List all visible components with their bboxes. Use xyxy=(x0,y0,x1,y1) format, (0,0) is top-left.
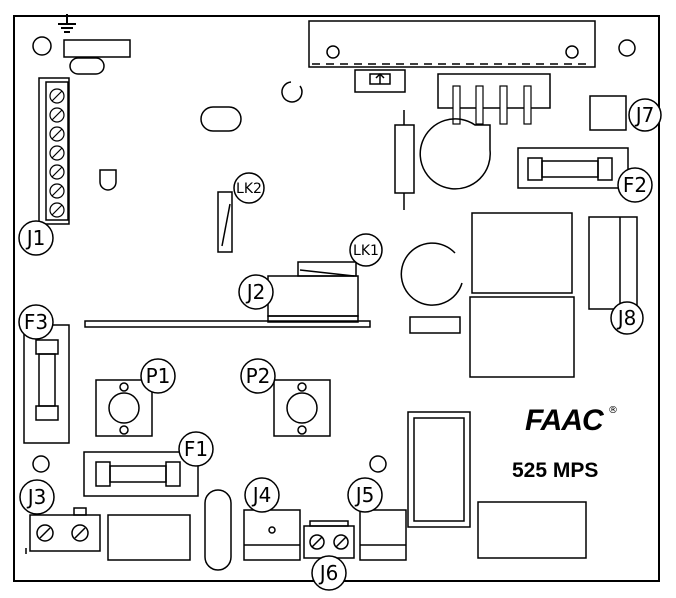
label-lk1: LK1 xyxy=(353,243,379,259)
label-circle-lk1 xyxy=(349,233,383,267)
fuse-f2 xyxy=(517,147,629,189)
electrolytic-capacitor xyxy=(419,118,491,190)
mount-hole xyxy=(369,455,387,473)
connector-j2-base xyxy=(267,315,359,323)
top-edge-connector xyxy=(308,20,596,125)
label-circle-j5 xyxy=(347,477,383,513)
label-circle-p1 xyxy=(140,358,176,394)
label-circle-f3 xyxy=(18,304,54,340)
label-circle-f1 xyxy=(178,431,214,467)
component-block xyxy=(107,514,191,561)
model-label: 525 MPS xyxy=(512,459,598,482)
label-j7: J7 xyxy=(634,103,655,127)
label-circle-j1 xyxy=(18,220,54,256)
relay-upper xyxy=(471,212,573,294)
label-p1: P1 xyxy=(146,364,171,388)
label-circle-p2 xyxy=(240,358,276,394)
transformer-block-inner xyxy=(413,417,465,522)
label-circle-j7 xyxy=(628,98,662,132)
oval-pad-center xyxy=(200,106,242,132)
label-p2: P2 xyxy=(246,364,271,388)
potentiometer-p2 xyxy=(273,379,331,437)
label-f1: F1 xyxy=(184,437,208,461)
label-j1: J1 xyxy=(25,226,46,250)
label-f3: F3 xyxy=(24,310,48,334)
resistor xyxy=(394,110,415,210)
terminal-screws xyxy=(49,88,65,218)
electrolytic-capacitor xyxy=(400,242,463,306)
label-circle-j2 xyxy=(238,274,274,310)
oval-slot xyxy=(204,489,232,571)
mount-hole xyxy=(32,36,52,56)
connector-j5 xyxy=(359,509,407,561)
connector-j4 xyxy=(243,509,301,561)
terminal-block-j1 xyxy=(38,77,70,225)
small-component xyxy=(409,316,461,334)
label-j3: J3 xyxy=(26,485,47,509)
potentiometer-p1 xyxy=(95,379,153,437)
mount-hole xyxy=(32,455,50,473)
connector-j7 xyxy=(589,95,627,131)
led-d-shape xyxy=(99,169,117,191)
oval-pad xyxy=(69,57,105,75)
label-circle-j4 xyxy=(244,477,280,513)
ground-symbol-icon xyxy=(58,14,76,33)
label-j8: J8 xyxy=(616,306,637,330)
label-lk2: LK2 xyxy=(236,181,262,197)
label-f2: F2 xyxy=(623,173,647,197)
transformer-block xyxy=(407,411,471,528)
board-outline xyxy=(13,15,660,582)
terminal-block-j3 xyxy=(25,507,101,554)
label-j5: J5 xyxy=(354,483,375,507)
jumper-lk2 xyxy=(217,191,233,253)
label-circle-j8 xyxy=(610,301,644,335)
pcb-rail xyxy=(84,320,371,328)
label-j2: J2 xyxy=(245,280,266,304)
label-circle-f2 xyxy=(617,167,653,203)
registered-mark: ® xyxy=(608,405,618,416)
mount-hole xyxy=(618,39,636,57)
open-circle-pad xyxy=(281,81,303,103)
relay-lower xyxy=(469,296,575,378)
label-circle-j3 xyxy=(19,479,55,515)
brand-logo: FAAC xyxy=(525,404,605,437)
label-circle-j6 xyxy=(311,555,347,591)
ground-connector xyxy=(63,39,131,58)
label-j4: J4 xyxy=(251,483,272,507)
label-circle-lk2 xyxy=(233,172,265,204)
fuse-f1 xyxy=(83,451,199,497)
component-block-right xyxy=(477,501,587,559)
label-j6: J6 xyxy=(318,561,339,585)
